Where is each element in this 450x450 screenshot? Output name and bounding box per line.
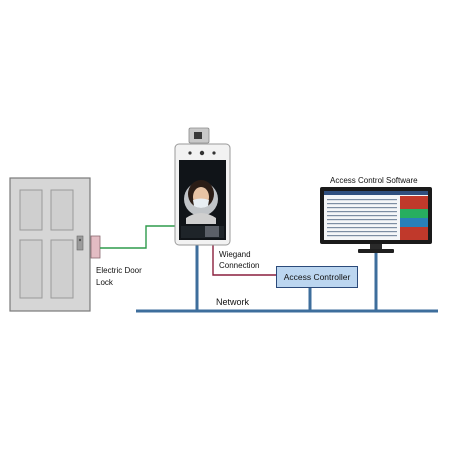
door-keyhole-icon [78,238,82,242]
camera-lens-left-icon [188,151,192,155]
thermal-lens-icon [194,132,202,139]
door [9,177,91,312]
monitor-neck [370,244,382,250]
electric-door-lock-label-line2: Lock [96,278,113,287]
software-side-panel-blue [400,218,428,227]
software-list-rows [327,199,397,237]
access-control-software-label: Access Control Software [330,176,418,185]
lock-wire [100,225,178,249]
door-panel-bottom-right [50,239,74,299]
terminal-thumbnail [205,226,219,237]
access-controller-label: Access Controller [283,272,351,282]
person-shoulders [186,213,216,224]
face-mask-icon [193,198,209,208]
door-panel-top-left [19,189,43,231]
door-panel-bottom-left [19,239,43,299]
camera-lens-center-icon [199,150,205,156]
door-panel-top-right [50,189,74,231]
wiegand-label-line2: Connection [219,261,260,270]
electric-door-lock-label-line1: Electric Door [96,266,142,275]
wiegand-wire [212,244,276,276]
camera-lens-right-icon [212,151,216,155]
monitor [320,187,432,253]
wiegand-label-line1: Wiegand [219,250,251,259]
door-handle-icon [76,235,84,251]
software-titlebar [324,191,428,195]
software-side-panel-green [400,209,428,218]
face-recognition-terminal [174,127,231,246]
electric-lock-icon [90,235,101,259]
network-label: Network [216,297,250,307]
monitor-base [358,249,394,253]
access-controller-box: Access Controller [276,266,358,288]
